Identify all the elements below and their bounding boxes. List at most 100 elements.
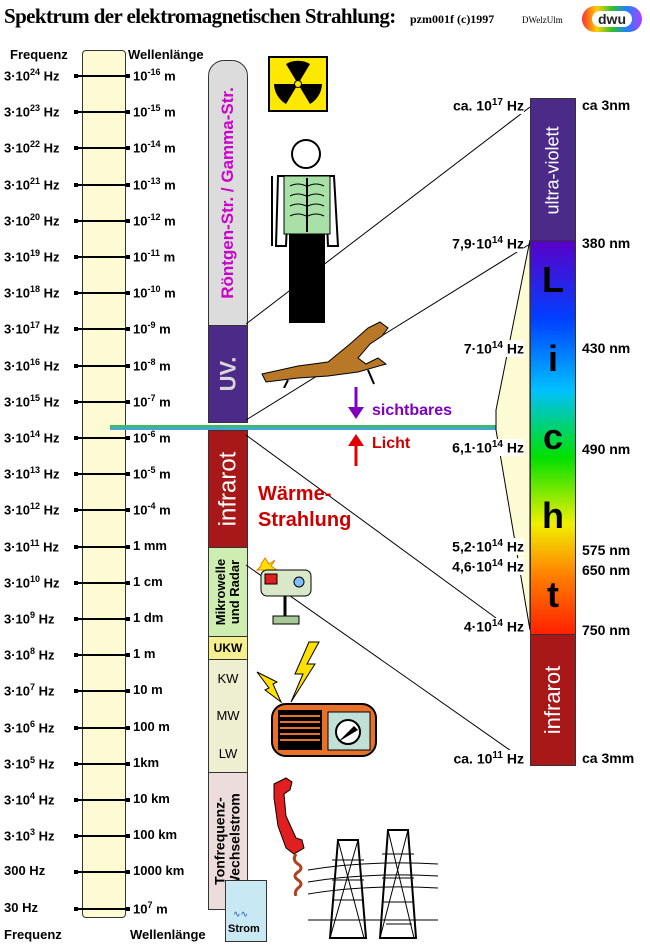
frequency-label: 3·1023 Hz [4, 103, 76, 119]
spectrum-frequency-unit: Hz [503, 618, 524, 635]
wavelength-label: 10-14 m [133, 139, 213, 155]
power-line-icon [308, 829, 438, 939]
spectrum-frequency-exponent: 17 [491, 97, 503, 108]
spectrum-frequency-label: 6,1·1014 Hz [452, 439, 524, 456]
scale-tick [76, 437, 128, 439]
spectrum-frequency-unit: Hz [503, 235, 524, 252]
frequency-label: 3·105 Hz [4, 755, 76, 771]
wavelength-base: 10 [133, 502, 148, 518]
frequency-exponent: 4 [30, 791, 36, 801]
tick-dot-left [74, 580, 78, 585]
frequency-exponent: 14 [30, 429, 41, 439]
wavelength-exponent: -11 [147, 248, 160, 258]
scale-tick [76, 328, 128, 331]
tick-dot-right [126, 110, 130, 115]
scale-tick [76, 509, 128, 512]
wavelength-label: 100 m [133, 719, 213, 734]
frequency-base: 3·10 [4, 321, 31, 337]
frequency-unit: Hz [40, 430, 60, 446]
radar-icon [255, 557, 312, 625]
tick-dot-right [126, 725, 130, 730]
dwu-logo: dwu [582, 6, 642, 32]
sunbather-icon [261, 321, 389, 388]
scale-tick [76, 183, 128, 186]
tick-dot-left [74, 761, 78, 766]
spectrum-frequency-base: 7,9·10 [452, 235, 492, 252]
frequency-label: 3·1011 Hz [4, 538, 76, 554]
frequency-base: 3·10 [4, 466, 31, 482]
frequency-unit: Hz [35, 647, 55, 663]
tick-dot-left [74, 798, 78, 802]
wavelength-unit: m [159, 249, 176, 265]
frequency-unit: Hz [40, 249, 60, 265]
tick-dot-right [126, 798, 130, 802]
wavelength-label: 10 m [133, 682, 213, 697]
frequency-exponent: 19 [30, 248, 41, 258]
spectrum-frequency-label: 5,2·1014 Hz [452, 538, 524, 555]
scale-tick [76, 871, 128, 874]
wavelength-label: 10-16 m [133, 67, 213, 83]
wavelength-header: Wellenlänge [128, 47, 204, 62]
tick-dot-right [126, 146, 130, 151]
scale-tick [76, 726, 128, 729]
wavelength-exponent: -5 [147, 465, 156, 476]
wavelength-label: 1 dm [133, 610, 213, 625]
tick-dot-right [126, 182, 130, 187]
frequency-label: 3·1015 Hz [4, 393, 76, 409]
spectrum-wavelength-label: 750 nm [582, 622, 631, 638]
frequency-base: 3·10 [4, 611, 31, 627]
frequency-label: 3·1014 Hz [4, 429, 76, 445]
wavelength-unit: m [160, 68, 176, 84]
spectrum-frequency-exponent: 14 [491, 558, 503, 569]
wavelength-base: 1 dm [133, 610, 164, 625]
scale-tick [76, 762, 128, 765]
frequency-label: 3·109 Hz [4, 610, 76, 626]
licht-label: Licht [372, 435, 411, 452]
frequency-base: 3·10 [4, 719, 31, 735]
tick-dot-right [126, 255, 130, 259]
mw-label: MW [216, 708, 240, 724]
wavelength-unit: m [155, 394, 171, 410]
wavelength-base: 1 mm [133, 537, 167, 553]
page-title: Spektrum der elektromagnetischen Strahlu… [4, 4, 396, 28]
ukw-label: UKW [213, 641, 243, 655]
frequency-label: 3·104 Hz [4, 791, 76, 807]
logo-text: dwu [592, 11, 632, 27]
frequency-unit: Hz [35, 683, 55, 699]
frequency-exponent: 16 [30, 356, 41, 367]
tick-dot-right [126, 544, 130, 549]
frequency-base: 300 Hz [4, 863, 46, 879]
wavelength-label: 1 cm [133, 574, 213, 589]
spectrum-frequency-label: 4,6·1014 Hz [452, 558, 524, 575]
licht-letter: t [547, 573, 559, 615]
frequency-exponent: 12 [30, 501, 41, 512]
wavelength-base: 10 [133, 68, 148, 84]
scale-tick [76, 581, 128, 584]
frequency-base: 3·10 [4, 104, 31, 120]
wavelength-unit: m [160, 213, 176, 229]
wavelength-label: 10-12 m [133, 212, 213, 228]
frequency-base: 3·10 [4, 394, 31, 410]
wavelength-exponent: -4 [147, 501, 156, 512]
frequency-exponent: 15 [30, 392, 41, 403]
scale-tick [76, 292, 128, 295]
frequency-unit: Hz [39, 538, 60, 554]
scale-tick [76, 618, 128, 620]
scale-tick [76, 654, 128, 657]
wavelength-label: 10-15 m [133, 103, 213, 119]
wavelength-label: 107 m [133, 900, 213, 916]
ukw-band: UKW [208, 636, 248, 660]
xray-person-icon [271, 139, 340, 323]
scale-tick [76, 473, 128, 476]
tick-dot-left [74, 472, 78, 477]
lw-label: LW [218, 745, 238, 761]
wavelength-label: 100 km [133, 827, 213, 842]
visible-light-line [110, 425, 496, 430]
spectrum-frequency-base: 4·10 [463, 618, 492, 635]
tick-dot-right [126, 399, 130, 404]
spectrum-frequency-exponent: 14 [491, 340, 503, 351]
frequency-label: 3·1019 Hz [4, 248, 76, 264]
tick-dot-left [74, 363, 78, 368]
